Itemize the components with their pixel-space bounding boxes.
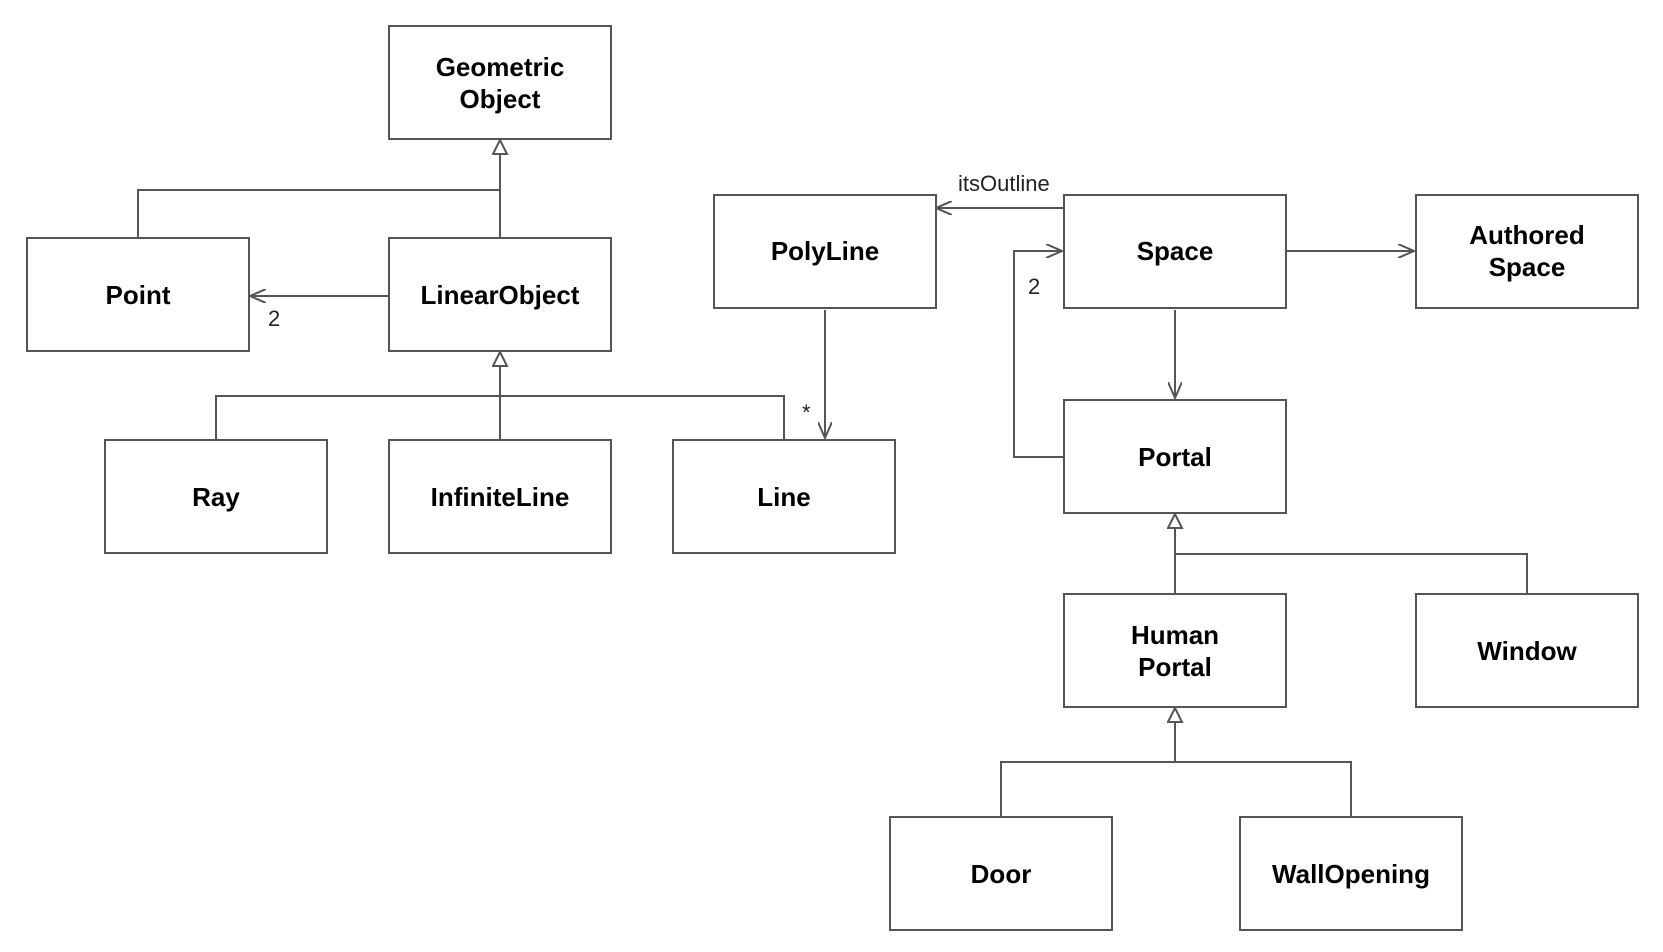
class-line[interactable]: Line (672, 439, 896, 554)
class-name-line: Authored (1469, 220, 1585, 250)
class-human-portal[interactable]: Human Portal (1063, 593, 1287, 708)
association-portal-to-space (1013, 251, 1064, 458)
class-window[interactable]: Window (1415, 593, 1639, 708)
class-name-line: Human (1131, 620, 1219, 650)
generalization-wall-opening-to-human-portal (1175, 761, 1352, 817)
class-name: InfiniteLine (431, 482, 570, 512)
class-name: Space (1137, 236, 1214, 266)
class-linear-object[interactable]: LinearObject (388, 237, 612, 352)
role-its-outline: itsOutline (958, 171, 1050, 196)
class-name: Window (1477, 636, 1577, 666)
class-name-line: Portal (1138, 652, 1212, 682)
multiplicity-portal-space: 2 (1028, 274, 1040, 299)
class-name: LinearObject (421, 280, 580, 310)
generalization-ray-to-linear-object (215, 395, 500, 440)
class-authored-space[interactable]: Authored Space (1415, 194, 1639, 309)
class-name: Door (971, 859, 1032, 889)
class-polyline[interactable]: PolyLine (713, 194, 937, 309)
class-name-line: Object (460, 84, 541, 114)
class-geometric-object[interactable]: Geometric Object (388, 25, 612, 140)
class-name: Portal (1138, 442, 1212, 472)
multiplicity-linear-object-point: 2 (268, 306, 280, 331)
generalization-window-to-portal (1175, 553, 1528, 594)
class-name: Point (106, 280, 171, 310)
generalization-door-to-human-portal (1000, 761, 1175, 817)
class-name-line: Space (1489, 252, 1566, 282)
generalization-line-to-linear-object (500, 395, 785, 440)
class-portal[interactable]: Portal (1063, 399, 1287, 514)
class-infinite-line[interactable]: InfiniteLine (388, 439, 612, 554)
class-space[interactable]: Space (1063, 194, 1287, 309)
multiplicity-polyline-line: * (802, 400, 811, 425)
class-wall-opening[interactable]: WallOpening (1239, 816, 1463, 931)
generalization-point-to-geometric-object (137, 189, 500, 238)
class-name: WallOpening (1272, 859, 1430, 889)
class-name: PolyLine (771, 236, 879, 266)
class-point[interactable]: Point (26, 237, 250, 352)
class-name-line: Geometric (436, 52, 565, 82)
class-name: Ray (192, 482, 240, 512)
class-name: Line (757, 482, 810, 512)
class-door[interactable]: Door (889, 816, 1113, 931)
class-ray[interactable]: Ray (104, 439, 328, 554)
